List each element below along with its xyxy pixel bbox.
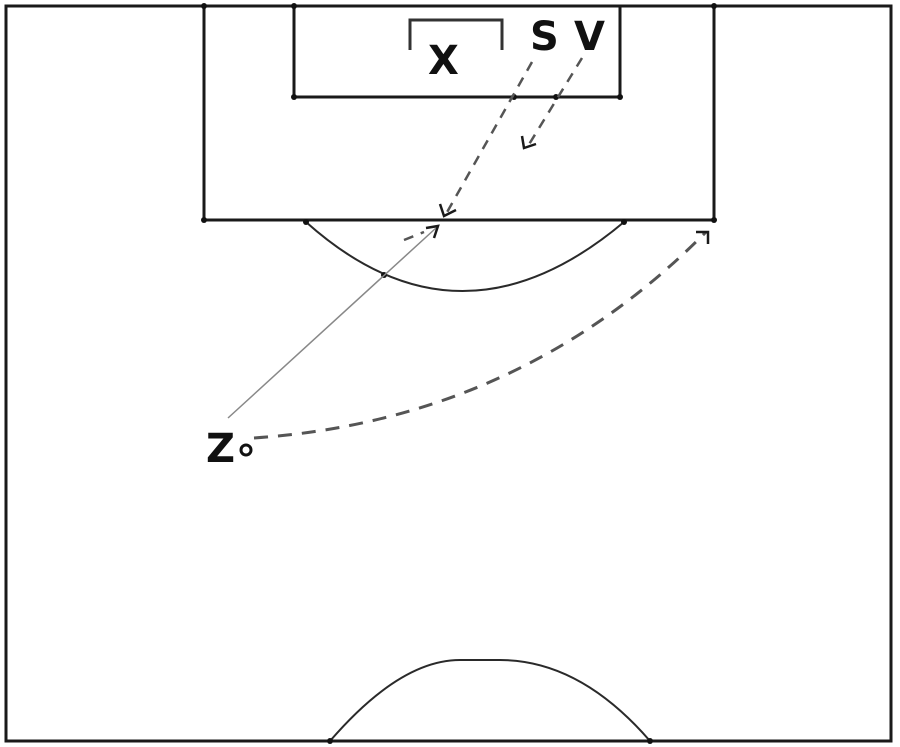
- player-label-z: Z: [206, 426, 235, 472]
- player-label-s: S: [530, 14, 559, 60]
- run-arrowhead-s: [438, 203, 457, 218]
- pass-arrowhead: [425, 224, 440, 239]
- ball-icon: [239, 443, 253, 457]
- run-path-s: [444, 61, 534, 215]
- run-arrowhead-z: [696, 230, 710, 244]
- junction-dot: [291, 3, 297, 9]
- pitch-outline: [4, 4, 893, 743]
- run-path-v: [526, 57, 584, 147]
- penalty-arc: [305, 221, 625, 292]
- penalty-area: [202, 6, 716, 222]
- pass-path: [227, 227, 437, 419]
- junction-dot: [647, 738, 653, 744]
- junction-dot: [617, 94, 623, 100]
- run-path-z: [253, 230, 708, 440]
- junction-dot: [553, 94, 559, 100]
- junction-dot: [201, 217, 207, 223]
- junction-dot: [201, 3, 207, 9]
- junction-dot: [303, 219, 309, 225]
- player-label-x: X: [428, 38, 459, 84]
- junction-dot: [327, 738, 333, 744]
- player-label-v: V: [574, 14, 605, 60]
- center-circle-arc: [329, 659, 651, 742]
- junction-dot: [621, 219, 627, 225]
- run-arrowhead-v: [520, 135, 537, 150]
- goal-frame: [408, 18, 504, 50]
- junction-dot: [711, 217, 717, 223]
- goal-area: [292, 6, 622, 99]
- junction-dot: [711, 3, 717, 9]
- junction-dot: [291, 94, 297, 100]
- return-dash: [403, 230, 425, 242]
